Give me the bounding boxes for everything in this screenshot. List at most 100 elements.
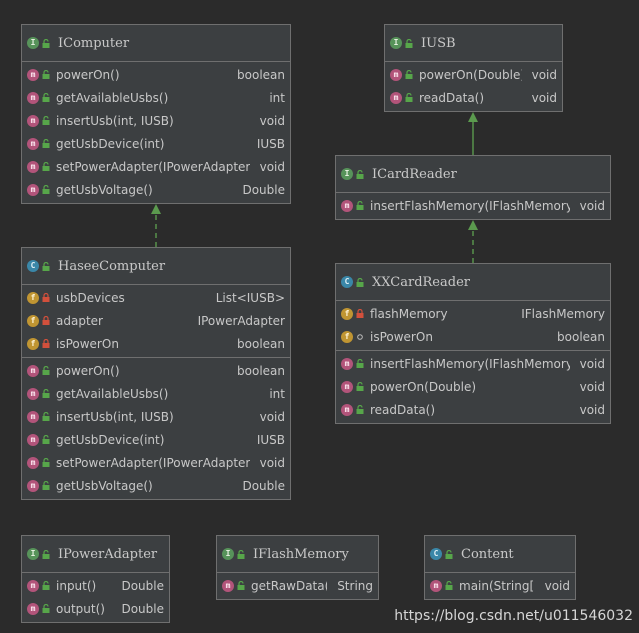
public-visibility-icon [356, 201, 364, 210]
method-icon: m [27, 602, 39, 615]
method-type: int [269, 386, 285, 401]
relation-icardreader-iusb-arrowhead [468, 112, 478, 122]
public-visibility-icon [42, 366, 50, 375]
method-type: void [259, 455, 285, 470]
public-visibility-icon [356, 277, 364, 287]
method-icon: m [27, 579, 39, 592]
method-type: void [579, 402, 605, 417]
field-icon: f [27, 314, 39, 327]
iusb-name: IUSB [421, 35, 456, 51]
iusb-header[interactable]: I IUSB [385, 25, 562, 62]
field-type: boolean [557, 329, 605, 344]
method-type: void [259, 159, 285, 174]
method-name: getAvailableUsbs() [56, 90, 169, 105]
public-visibility-icon [42, 581, 50, 590]
iflashmemory-header[interactable]: I IFlashMemory [217, 536, 378, 573]
public-visibility-icon [42, 116, 50, 125]
method-icon: m [390, 68, 402, 81]
method-name: getRawData() [251, 578, 328, 593]
interface-icon: I [341, 168, 353, 180]
method-name: getUsbDevice(int) [56, 432, 165, 447]
method-name: getAvailableUsbs() [56, 386, 169, 401]
private-visibility-icon [42, 293, 50, 302]
method-type: int [269, 90, 285, 105]
method-name: getUsbVoltage() [56, 182, 153, 197]
public-visibility-icon [356, 169, 364, 179]
field-type: IFlashMemory [521, 306, 605, 321]
haseecomputer-name: HaseeComputer [58, 258, 166, 274]
method-type: Double [121, 601, 164, 616]
interface-icon: I [27, 37, 39, 49]
public-visibility-icon [42, 93, 50, 102]
public-visibility-icon [42, 261, 50, 271]
iflashmemory-name: IFlashMemory [253, 546, 349, 562]
method-row[interactable]: m getAvailableUsbs() int [22, 382, 290, 405]
public-visibility-icon [356, 382, 364, 391]
public-visibility-icon [405, 70, 413, 79]
method-type: void [579, 379, 605, 394]
method-icon: m [341, 380, 353, 393]
interface-icon: I [222, 548, 234, 560]
method-type: IUSB [256, 432, 285, 447]
method-icon: m [27, 160, 39, 173]
method-type: void [259, 409, 285, 424]
method-name: insertUsb(int, IUSB) [56, 113, 174, 128]
method-icon: m [390, 91, 402, 104]
public-visibility-icon [237, 581, 245, 590]
interface-icon: I [390, 37, 402, 49]
private-visibility-icon [356, 309, 364, 318]
public-visibility-icon [42, 162, 50, 171]
interface-icon: I [27, 548, 39, 560]
method-icon: m [341, 357, 353, 370]
method-name: output() [56, 601, 105, 616]
method-row[interactable]: m output() Double [22, 597, 169, 620]
method-icon: m [27, 387, 39, 400]
public-visibility-icon [237, 549, 245, 559]
